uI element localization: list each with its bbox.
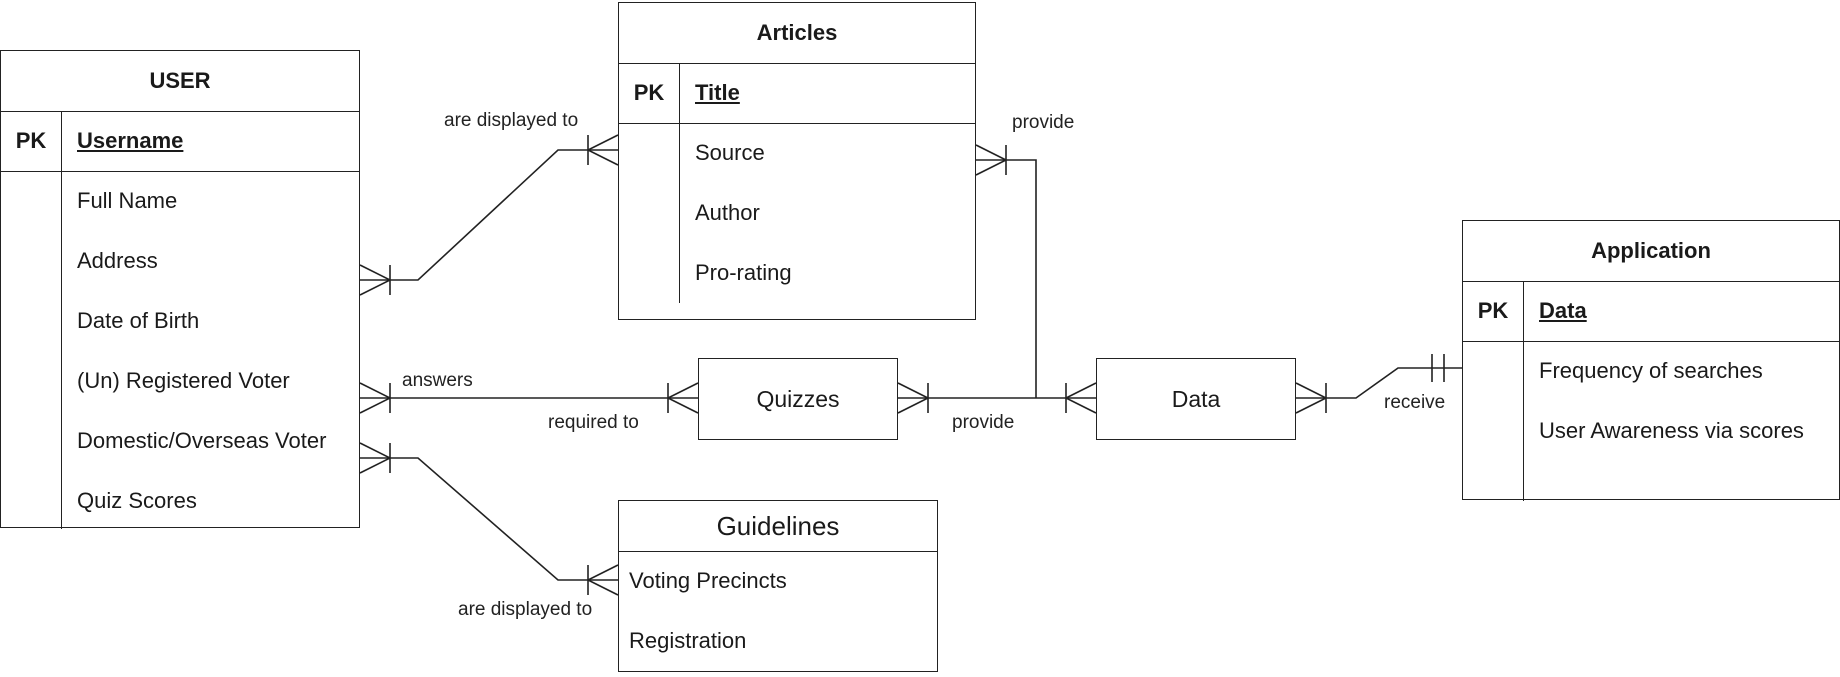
field: Source bbox=[695, 140, 765, 165]
field: Frequency of searches bbox=[1539, 358, 1763, 383]
field: Quiz Scores bbox=[77, 488, 197, 513]
field: Author bbox=[695, 200, 760, 225]
field: Voting Precincts bbox=[629, 568, 787, 593]
primary-key-row: PK Username bbox=[1, 111, 359, 172]
pk-field: Username bbox=[77, 128, 184, 153]
label-required-to: required to bbox=[548, 412, 639, 433]
label-receive: receive bbox=[1384, 392, 1446, 413]
crowfoot-user-guidelines-guidelines-end bbox=[586, 564, 619, 596]
field: (Un) Registered Voter bbox=[77, 368, 290, 393]
entity-articles[interactable]: Articles PK Title Source Author Pro-rati… bbox=[618, 2, 976, 320]
crowfoot-user-articles-user-end bbox=[359, 264, 392, 296]
pk-label: PK bbox=[15, 128, 47, 153]
crowfoot-data-left bbox=[1064, 382, 1097, 414]
column-divider bbox=[679, 63, 680, 303]
column-divider bbox=[61, 111, 62, 529]
pk-label: PK bbox=[1477, 298, 1509, 323]
pk-field: Title bbox=[695, 80, 740, 105]
column-divider bbox=[1523, 281, 1524, 501]
label-are-displayed-to-guidelines: are displayed to bbox=[458, 599, 593, 620]
crowfoot-user-guidelines-user-end bbox=[359, 442, 392, 474]
field: Date of Birth bbox=[77, 308, 200, 333]
field: User Awareness via scores bbox=[1539, 418, 1804, 443]
label-provide-articles: provide bbox=[1012, 112, 1075, 133]
crowfoot-user-quizzes-user-end bbox=[359, 382, 392, 414]
field: Address bbox=[77, 248, 158, 273]
crowfoot-articles-provide bbox=[975, 144, 1008, 176]
entity-title: Articles bbox=[619, 3, 975, 64]
one-mandatory-application bbox=[1431, 354, 1445, 382]
entity-title: USER bbox=[1, 51, 359, 112]
entity-application[interactable]: Application PK Data Frequency of searche… bbox=[1462, 220, 1840, 501]
primary-key-row: PK Data bbox=[1463, 281, 1839, 342]
field: Pro-rating bbox=[695, 260, 792, 285]
field: Registration bbox=[629, 628, 747, 653]
crowfoot-quizzes-provide bbox=[897, 382, 930, 414]
connector-user-guidelines bbox=[360, 457, 618, 581]
entity-data[interactable]: Data bbox=[1096, 358, 1296, 440]
field: Full Name bbox=[77, 188, 178, 213]
label-answers: answers bbox=[402, 370, 473, 391]
crowfoot-user-quizzes-quizzes-end bbox=[666, 382, 699, 414]
crowfoot-data-right bbox=[1295, 382, 1328, 414]
entity-user[interactable]: USER PK Username Full Name Address Date … bbox=[0, 50, 360, 529]
entity-guidelines[interactable]: Guidelines Voting Precincts Registration bbox=[618, 500, 938, 672]
entity-title: Guidelines bbox=[619, 501, 937, 552]
label-provide-quizzes: provide bbox=[952, 412, 1015, 433]
crowfoot-user-articles-articles-end bbox=[586, 134, 619, 166]
connector-articles-junction bbox=[976, 159, 1037, 398]
entity-title: Application bbox=[1463, 221, 1839, 282]
label-are-displayed-to-articles: are displayed to bbox=[444, 110, 579, 131]
field: Domestic/Overseas Voter bbox=[77, 428, 327, 453]
entity-quizzes[interactable]: Quizzes bbox=[698, 358, 898, 440]
pk-label: PK bbox=[633, 80, 665, 105]
connector-user-articles bbox=[360, 149, 618, 281]
primary-key-row: PK Title bbox=[619, 63, 975, 124]
pk-field: Data bbox=[1539, 298, 1587, 323]
